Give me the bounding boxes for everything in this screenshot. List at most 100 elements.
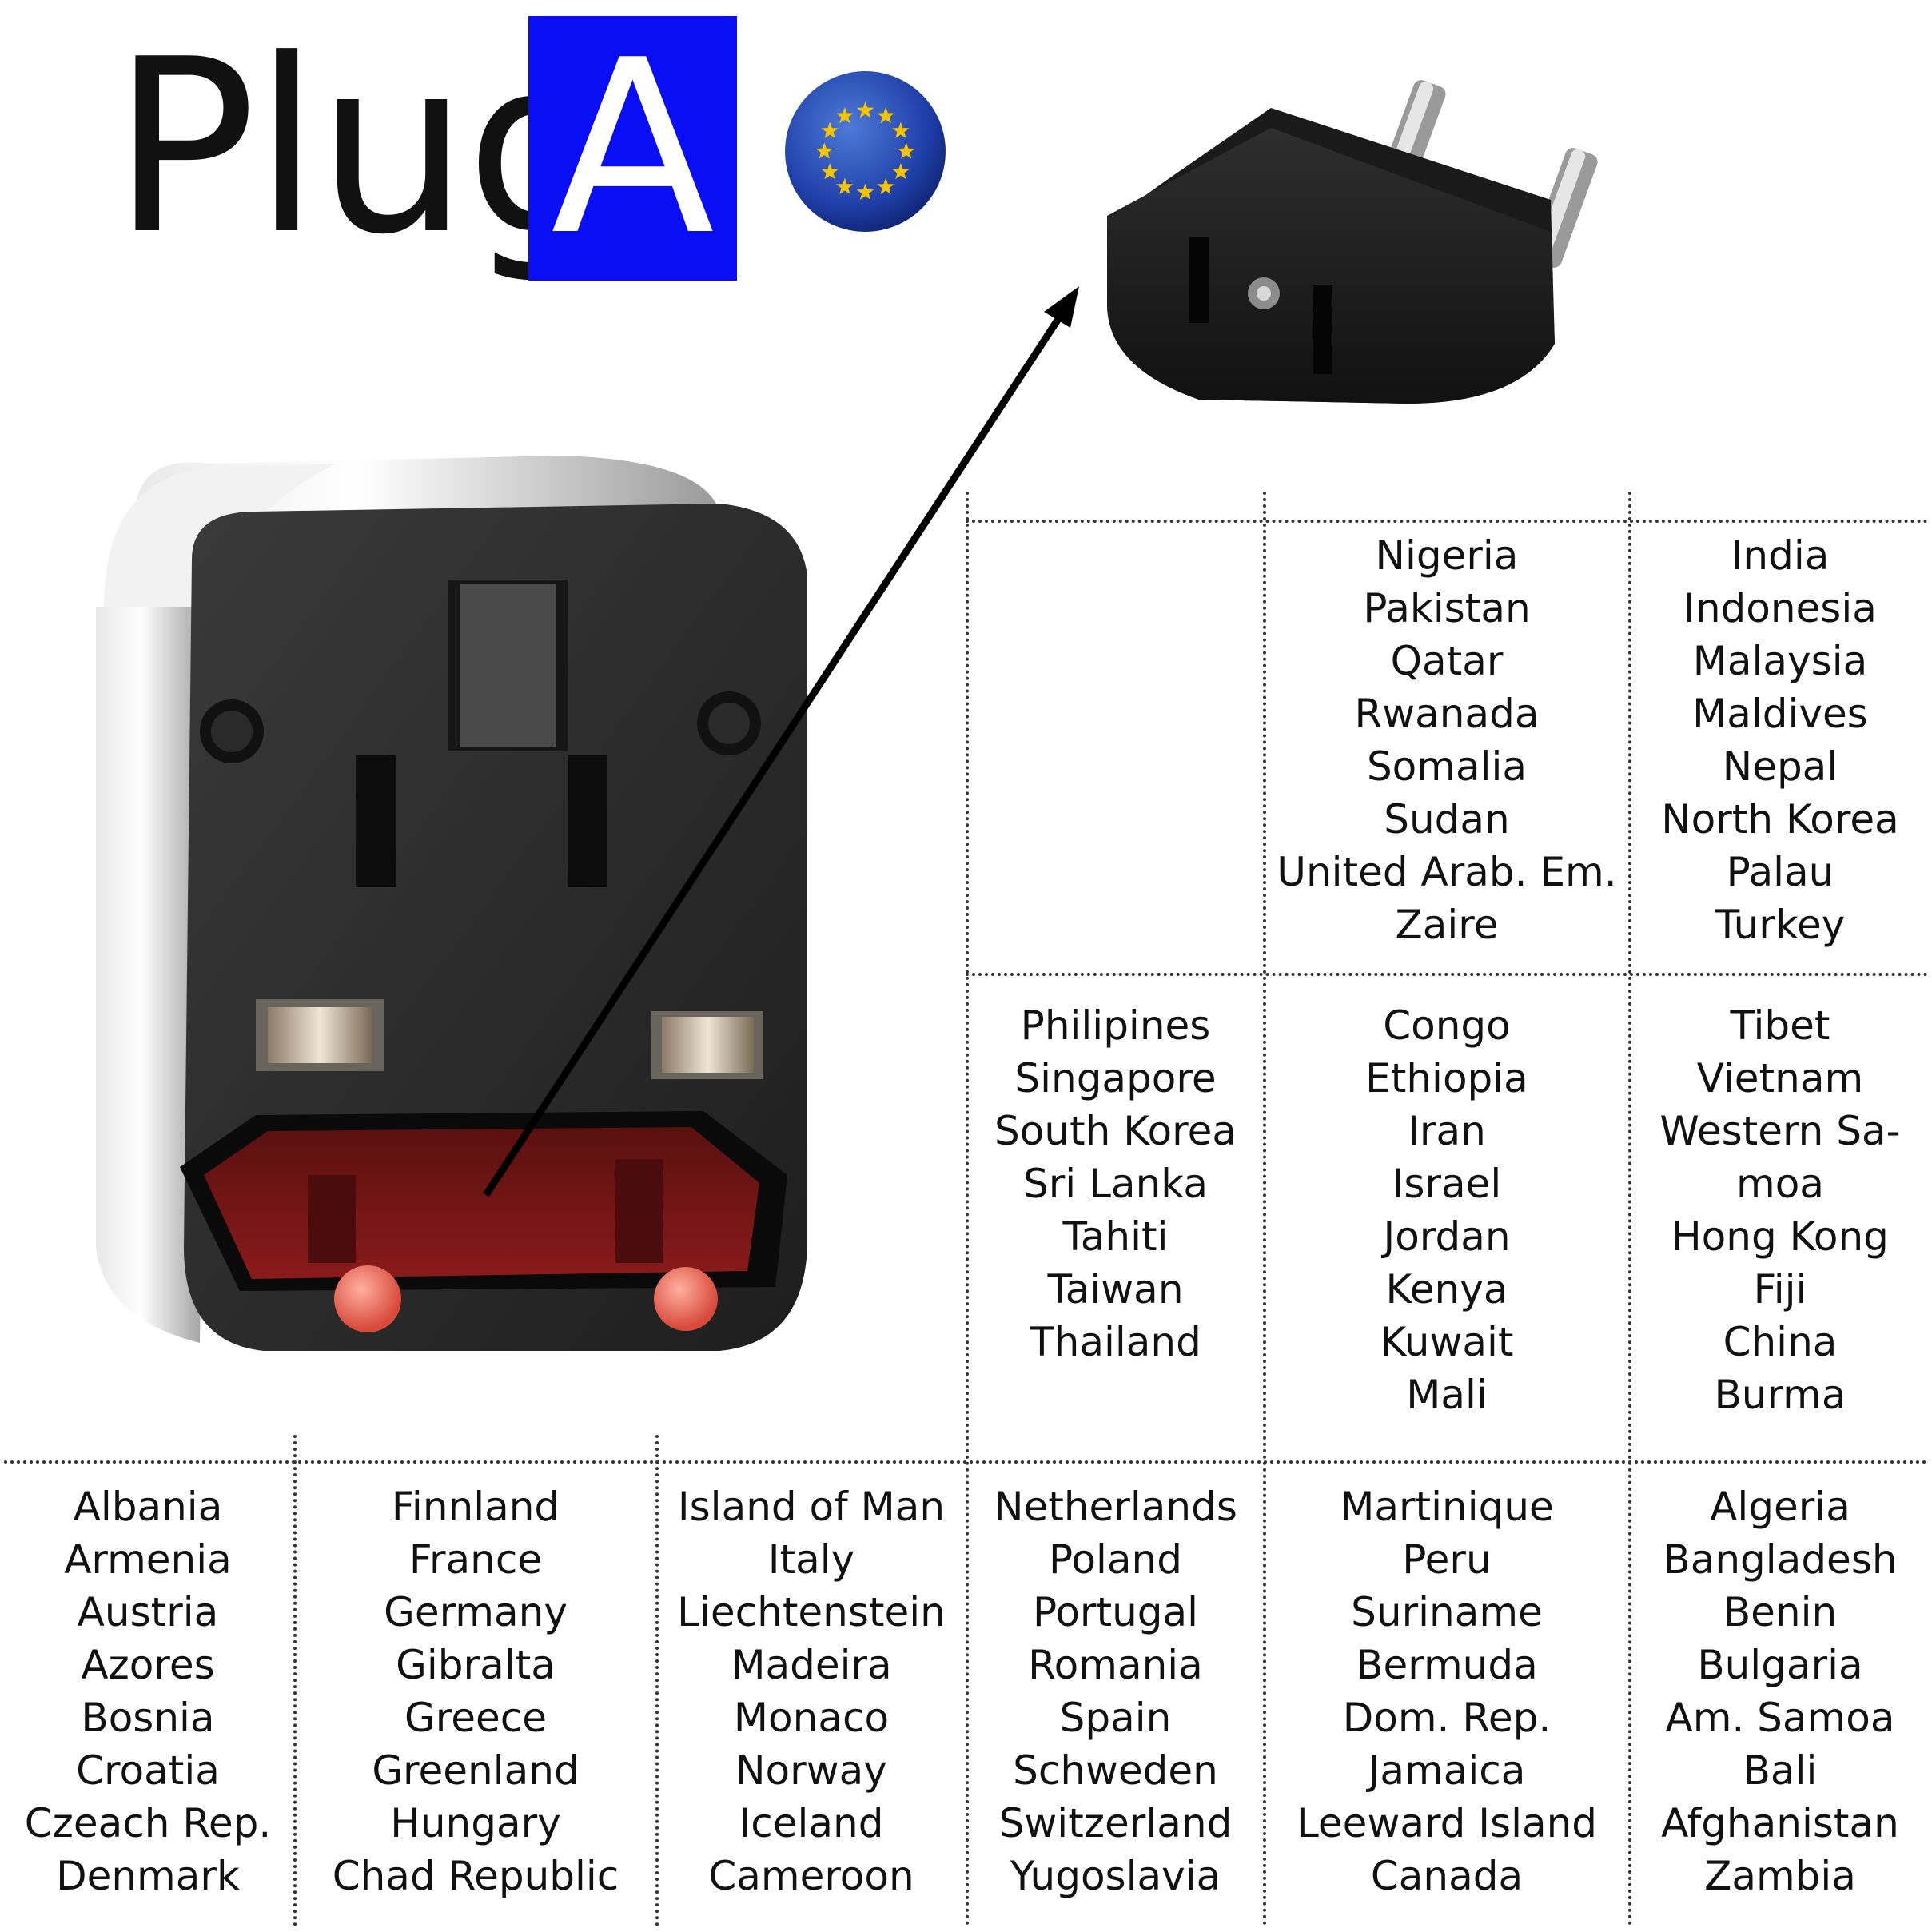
country-name: Island of Man bbox=[677, 1484, 946, 1530]
country-name: Ethiopia bbox=[1365, 1055, 1528, 1101]
country-name: Schweden bbox=[1013, 1747, 1218, 1794]
country-cell-r3-c4: Netherlands Poland Portugal Romania Spai… bbox=[970, 1480, 1261, 1902]
grid-line-mid bbox=[966, 973, 1928, 976]
title-letter-box: A bbox=[528, 16, 737, 281]
country-name: Tibet bbox=[1730, 1002, 1830, 1049]
country-cell-r3-c5: Martinique Peru Suriname Bermuda Dom. Re… bbox=[1267, 1480, 1627, 1902]
country-name: Spain bbox=[1059, 1695, 1172, 1741]
country-name: Vietnam bbox=[1696, 1055, 1864, 1101]
country-name: Kenya bbox=[1385, 1266, 1508, 1313]
country-name: Palau bbox=[1726, 849, 1834, 895]
country-name: Maldives bbox=[1692, 691, 1868, 737]
country-name: Peru bbox=[1402, 1536, 1492, 1583]
country-name: Denmark bbox=[56, 1853, 240, 1899]
flag-star-icon bbox=[877, 106, 894, 124]
country-name: Jamaica bbox=[1368, 1747, 1526, 1794]
grid-line-top bbox=[966, 520, 1928, 523]
flag-star-icon bbox=[892, 162, 910, 180]
country-name: Thailand bbox=[1030, 1319, 1201, 1365]
country-name: Iceland bbox=[739, 1800, 884, 1846]
country-cell-r1-c2: Nigeria Pakistan Qatar Rwanada Somalia S… bbox=[1267, 529, 1627, 951]
country-name: Romania bbox=[1028, 1642, 1203, 1688]
country-name: Greece bbox=[404, 1695, 547, 1741]
country-name: Bali bbox=[1743, 1747, 1818, 1794]
country-name: Mali bbox=[1406, 1372, 1488, 1418]
country-cell-r3-c1: Albania Armenia Austria Azores Bosnia Cr… bbox=[4, 1480, 292, 1902]
country-name: Pakistan bbox=[1363, 585, 1531, 631]
country-name: Italy bbox=[767, 1536, 855, 1583]
country-name: Sudan bbox=[1384, 796, 1510, 843]
flag-star-icon bbox=[821, 162, 839, 180]
title-letter: A bbox=[550, 9, 715, 288]
country-name: Croatia bbox=[76, 1747, 220, 1794]
country-name: Monaco bbox=[733, 1695, 890, 1741]
country-name: India bbox=[1731, 532, 1830, 579]
country-name: Sri Lanka bbox=[1023, 1161, 1208, 1207]
country-name: Turkey bbox=[1715, 902, 1846, 948]
country-name: Armenia bbox=[64, 1536, 232, 1583]
country-name: Finnland bbox=[391, 1484, 560, 1530]
grid-line-v5 bbox=[655, 1435, 659, 1926]
country-name: Am. Samoa bbox=[1665, 1695, 1895, 1741]
eu-adapter-photo bbox=[1107, 80, 1598, 404]
country-name: Congo bbox=[1383, 1002, 1511, 1049]
country-name: Liechtenstein bbox=[677, 1589, 946, 1635]
uk-adapter-photo bbox=[96, 456, 807, 1351]
country-name: Nigeria bbox=[1375, 532, 1519, 579]
country-name: China bbox=[1723, 1319, 1838, 1365]
country-name: Benin bbox=[1723, 1589, 1838, 1635]
country-name: Austria bbox=[77, 1589, 219, 1635]
country-cell-r2-c2: Congo Ethiopia Iran Israel Jordan Kenya … bbox=[1267, 999, 1627, 1421]
flag-star-icon bbox=[897, 142, 915, 159]
country-name: Greenland bbox=[372, 1747, 580, 1794]
country-name: Malaysia bbox=[1692, 638, 1868, 684]
country-name: Jordan bbox=[1383, 1213, 1511, 1260]
country-name: Norway bbox=[735, 1747, 887, 1794]
country-name: Bangladesh bbox=[1663, 1536, 1898, 1583]
grid-line-v4 bbox=[293, 1435, 297, 1926]
country-cell-r1-c3: India Indonesia Malaysia Maldives Nepal … bbox=[1632, 529, 1928, 951]
country-name: France bbox=[408, 1536, 543, 1583]
country-name: United Arab. Em. bbox=[1277, 849, 1617, 895]
country-name: Czeach Rep. bbox=[24, 1800, 272, 1846]
country-name: Taiwan bbox=[1047, 1266, 1184, 1313]
country-name: Dom. Rep. bbox=[1342, 1695, 1552, 1741]
country-name: Burma bbox=[1714, 1372, 1846, 1418]
country-name: Chad Republic bbox=[332, 1853, 619, 1899]
country-name: Kuwait bbox=[1380, 1319, 1514, 1365]
country-name: Gibralta bbox=[396, 1642, 556, 1688]
country-name: Zaire bbox=[1395, 902, 1499, 948]
country-name: Switzerland bbox=[998, 1800, 1233, 1846]
country-cell-r3-c6: Algeria Bangladesh Benin Bulgaria Am. Sa… bbox=[1632, 1480, 1928, 1902]
country-name: Germany bbox=[384, 1589, 568, 1635]
country-name: Cameroon bbox=[708, 1853, 914, 1899]
flag-star-icon bbox=[836, 106, 854, 124]
country-name: Leeward Island bbox=[1296, 1800, 1598, 1846]
country-name: Afghanistan bbox=[1661, 1800, 1899, 1846]
country-cell-r2-c1: Philipines Singapore South Korea Sri Lan… bbox=[970, 999, 1261, 1368]
flag-star-icon bbox=[892, 121, 910, 138]
flag-star-icon bbox=[877, 177, 894, 195]
country-name: Fiji bbox=[1753, 1266, 1807, 1313]
country-name: Poland bbox=[1049, 1536, 1182, 1583]
country-name: Algeria bbox=[1710, 1484, 1850, 1530]
country-name: Azores bbox=[81, 1642, 215, 1688]
country-name: Zambia bbox=[1704, 1853, 1856, 1899]
country-name: South Korea bbox=[994, 1108, 1237, 1154]
flag-star-icon bbox=[856, 183, 874, 200]
country-name: Hungary bbox=[390, 1800, 561, 1846]
country-name: Nepal bbox=[1722, 743, 1838, 790]
country-name: Iran bbox=[1408, 1108, 1486, 1154]
grid-line-v3 bbox=[1628, 492, 1631, 1926]
country-name: Israel bbox=[1392, 1161, 1502, 1207]
country-name: Netherlands bbox=[994, 1484, 1237, 1530]
country-name: Portugal bbox=[1032, 1589, 1199, 1635]
country-name: Madeira bbox=[731, 1642, 892, 1688]
country-name: Albania bbox=[73, 1484, 223, 1530]
country-cell-r3-c2: Finnland France Germany Gibralta Greece … bbox=[297, 1480, 654, 1902]
flag-star-icon bbox=[856, 101, 874, 118]
country-name: Indonesia bbox=[1683, 585, 1877, 631]
country-name: Bulgaria bbox=[1697, 1642, 1863, 1688]
grid-line-v2 bbox=[1263, 492, 1266, 1926]
country-name: Philipines bbox=[1020, 1002, 1211, 1049]
